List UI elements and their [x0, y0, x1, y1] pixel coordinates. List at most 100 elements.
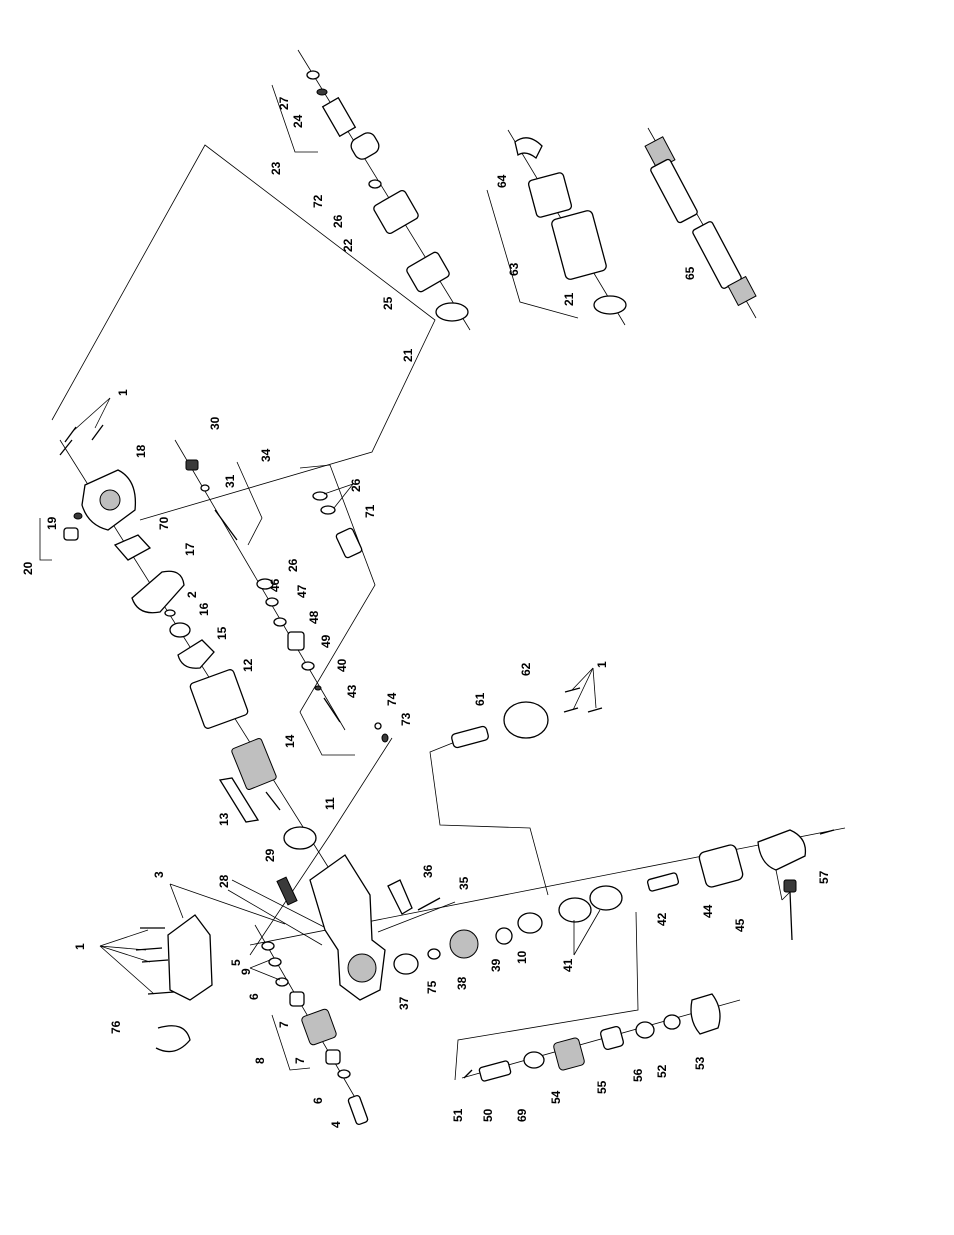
part-50-spindle	[478, 1060, 512, 1082]
part-73-spring	[381, 733, 389, 743]
part-37-bearing	[393, 953, 419, 975]
part-18-bore	[99, 489, 121, 511]
label-21-right: 21	[562, 292, 576, 306]
label-8: 8	[253, 1057, 267, 1064]
label-65: 65	[683, 266, 697, 280]
part-70-spacer	[113, 534, 152, 561]
part-39-bushing	[495, 927, 513, 945]
brackets	[39, 84, 579, 1071]
label-46: 46	[268, 578, 282, 592]
label-26-mid: 26	[286, 558, 300, 572]
part-52-ring	[663, 1014, 681, 1030]
part-63-handle-sleeve	[551, 210, 607, 280]
label-49: 49	[319, 634, 333, 648]
part-74-ball	[374, 722, 382, 730]
part-12-cylinder	[189, 669, 249, 729]
label-38: 38	[455, 976, 469, 990]
part-2-pin	[164, 609, 176, 617]
label-72: 72	[311, 194, 325, 208]
bracket-23	[271, 84, 318, 153]
label-34: 34	[259, 448, 273, 462]
label-45: 45	[733, 918, 747, 932]
part-44-collar	[698, 844, 744, 888]
part-19-pin	[73, 512, 83, 520]
label-13: 13	[217, 812, 231, 826]
label-29: 29	[263, 848, 277, 862]
label-11: 11	[323, 797, 337, 810]
label-28: 28	[217, 874, 231, 888]
part-38-bevel-gear	[449, 929, 479, 959]
label-71: 71	[363, 504, 377, 518]
part-1-screw-i	[563, 707, 579, 713]
label-15: 15	[215, 626, 229, 640]
label-6-bottom: 6	[311, 1097, 325, 1104]
part-14-rotor-shaft	[265, 791, 281, 811]
part-65-lower	[692, 221, 742, 289]
label-69: 69	[515, 1108, 529, 1122]
label-2: 2	[185, 591, 199, 598]
part-1-screw-j	[587, 707, 603, 713]
label-53: 53	[693, 1056, 707, 1070]
label-9: 9	[239, 968, 253, 975]
part-46-washer	[256, 578, 274, 590]
label-21-top: 21	[401, 348, 415, 362]
label-12: 12	[241, 658, 255, 672]
part-62-housing-ring	[503, 701, 549, 739]
part-47-oring	[273, 617, 287, 627]
part-8-gear	[301, 1008, 337, 1046]
label-4: 4	[329, 1121, 343, 1128]
part-72-exhaust-deflector	[350, 132, 380, 160]
label-16: 16	[197, 602, 211, 616]
part-21-ring-right	[593, 295, 627, 315]
label-51: 51	[451, 1108, 465, 1122]
part-1-screw-g	[147, 991, 175, 995]
part-69-washer	[523, 1051, 545, 1069]
bracket-34	[236, 461, 263, 546]
label-30: 30	[208, 416, 222, 430]
label-62: 62	[519, 662, 533, 676]
part-30-valve-seat	[185, 459, 199, 471]
part-55-bushing	[600, 1026, 624, 1050]
part-14-rotor	[231, 738, 277, 790]
part-1-screw-b	[64, 426, 77, 443]
bracket-20	[39, 518, 52, 561]
callout-labels: 27 24 23 72 26 22 25 21 64 63 21 65 1 18…	[21, 96, 831, 1128]
part-43-push-rod	[323, 697, 341, 723]
label-27: 27	[277, 96, 291, 110]
label-42: 42	[655, 912, 669, 926]
part-15-front-plate	[177, 639, 215, 669]
label-10: 10	[515, 950, 529, 964]
label-14: 14	[283, 734, 297, 748]
part-6-washer-b	[337, 1069, 351, 1079]
part-1-screw-c	[91, 424, 104, 441]
part-26-oring-top	[368, 179, 382, 189]
label-37: 37	[397, 996, 411, 1010]
part-27-ring	[306, 70, 320, 80]
part-24-screen	[316, 88, 328, 96]
parts	[59, 70, 835, 1126]
part-16-bearing	[169, 622, 191, 638]
part-1-screw-f	[141, 959, 169, 963]
label-52: 52	[655, 1064, 669, 1078]
label-56: 56	[631, 1068, 645, 1082]
part-11-bearing	[283, 826, 317, 850]
part-36-trigger	[387, 879, 413, 915]
label-17: 17	[183, 542, 197, 556]
label-31: 31	[223, 474, 237, 488]
label-63: 63	[507, 262, 521, 276]
part-57-screw	[819, 829, 835, 835]
part-41-shim-a	[558, 897, 592, 923]
label-48: 48	[307, 610, 321, 624]
part-housing	[309, 854, 386, 1001]
part-51-pin	[463, 1069, 473, 1079]
part-1-screw-a	[59, 439, 73, 456]
part-23-inlet-body	[321, 96, 357, 138]
label-19: 19	[45, 516, 59, 530]
label-35: 35	[457, 876, 471, 890]
label-7-top: 7	[277, 1021, 291, 1028]
label-55: 55	[595, 1080, 609, 1094]
label-3: 3	[152, 871, 166, 878]
label-39: 39	[489, 958, 503, 972]
part-64-clip	[514, 137, 543, 160]
part-34-valve-stem	[214, 509, 238, 541]
